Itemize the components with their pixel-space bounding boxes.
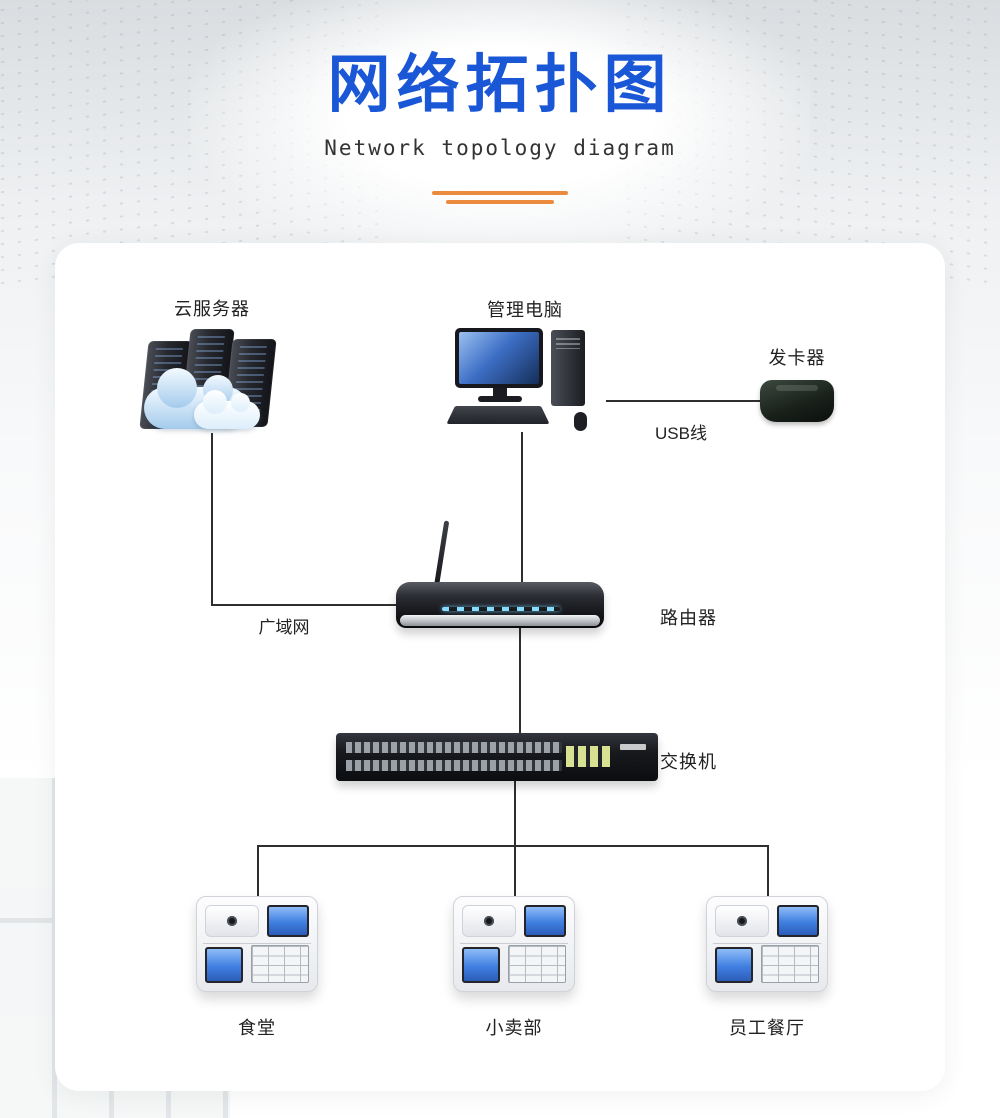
pos-screen-icon: [777, 905, 819, 937]
switch-ports-row1: [346, 742, 562, 753]
mouse-icon: [574, 412, 587, 431]
keypad-icon: [508, 945, 566, 983]
keypad-icon: [761, 945, 819, 983]
router-icon: [396, 520, 604, 632]
pos-screen-icon: [267, 905, 309, 937]
pc-tower-icon: [551, 330, 585, 406]
pos-screen-icon: [524, 905, 566, 937]
monitor-screen: [459, 332, 539, 384]
router-leds: [442, 607, 560, 611]
connector-router-switch: [519, 628, 521, 733]
reader-dot-icon: [484, 916, 494, 926]
card-reader-icon: [462, 905, 516, 937]
switch-uplink-ports: [566, 746, 610, 767]
connector-terminal2: [514, 845, 516, 897]
keyboard-icon: [446, 406, 550, 424]
management-pc-label: 管理电脑: [487, 300, 563, 320]
pos-top-panel: [462, 905, 566, 937]
card-reader-icon: [205, 905, 259, 937]
wan-link-label: 广域网: [258, 618, 310, 637]
pos-top-panel: [715, 905, 819, 937]
cloud-server-label: 云服务器: [174, 299, 250, 319]
monitor-icon: [455, 328, 543, 388]
switch-icon: [336, 733, 658, 781]
reader-dot-icon: [737, 916, 747, 926]
router-label: 路由器: [660, 608, 717, 628]
connector-cloud-vertical: [211, 433, 213, 605]
reader-dot-icon: [227, 916, 237, 926]
divider-line-top: [432, 191, 568, 195]
pos-bottom-panel: [715, 945, 819, 983]
router-body: [396, 582, 604, 628]
connector-usb: [606, 400, 760, 402]
terminal-canteen-label: 食堂: [238, 1018, 276, 1038]
connector-terminal3: [767, 845, 769, 897]
monitor-stand-base: [478, 396, 522, 402]
pos-screen-icon: [715, 947, 753, 983]
router-antenna: [434, 520, 450, 587]
cloud-icon-small: [194, 390, 260, 429]
page-subtitle: Network topology diagram: [324, 136, 676, 160]
switch-ports-row2: [346, 760, 562, 771]
keypad-icon: [251, 945, 309, 983]
page-title: 网络拓扑图: [327, 50, 673, 120]
switch-label: 交换机: [660, 752, 717, 772]
computer-icon: [446, 328, 605, 436]
pos-bottom-panel: [205, 945, 309, 983]
pos-terminal-shop: [453, 896, 575, 992]
pos-screen-icon: [462, 947, 500, 983]
switch-logo: [620, 744, 646, 750]
pos-terminal-staff: [706, 896, 828, 992]
connector-pc-router: [521, 432, 523, 582]
pos-screen-icon: [205, 947, 243, 983]
divider-line-bottom: [446, 200, 554, 204]
connector-branch-horizontal: [257, 845, 769, 847]
router-front-panel: [400, 615, 600, 626]
connector-terminal1: [257, 845, 259, 897]
card-issuer-label: 发卡器: [768, 348, 826, 368]
cloud-server-icon: [139, 325, 282, 433]
pos-bottom-panel: [462, 945, 566, 983]
usb-link-label: USB线: [655, 424, 707, 443]
pos-terminal-canteen: [196, 896, 318, 992]
connector-switch-branch: [514, 781, 516, 845]
pos-top-panel: [205, 905, 309, 937]
terminal-shop-label: 小卖部: [485, 1018, 543, 1038]
terminal-staff-label: 员工餐厅: [729, 1018, 805, 1038]
card-reader-icon: [715, 905, 769, 937]
header-glow: [190, 0, 810, 260]
connector-wan-horizontal: [211, 604, 398, 606]
card-issuer-icon: [760, 380, 834, 422]
monitor-stand: [493, 388, 507, 397]
